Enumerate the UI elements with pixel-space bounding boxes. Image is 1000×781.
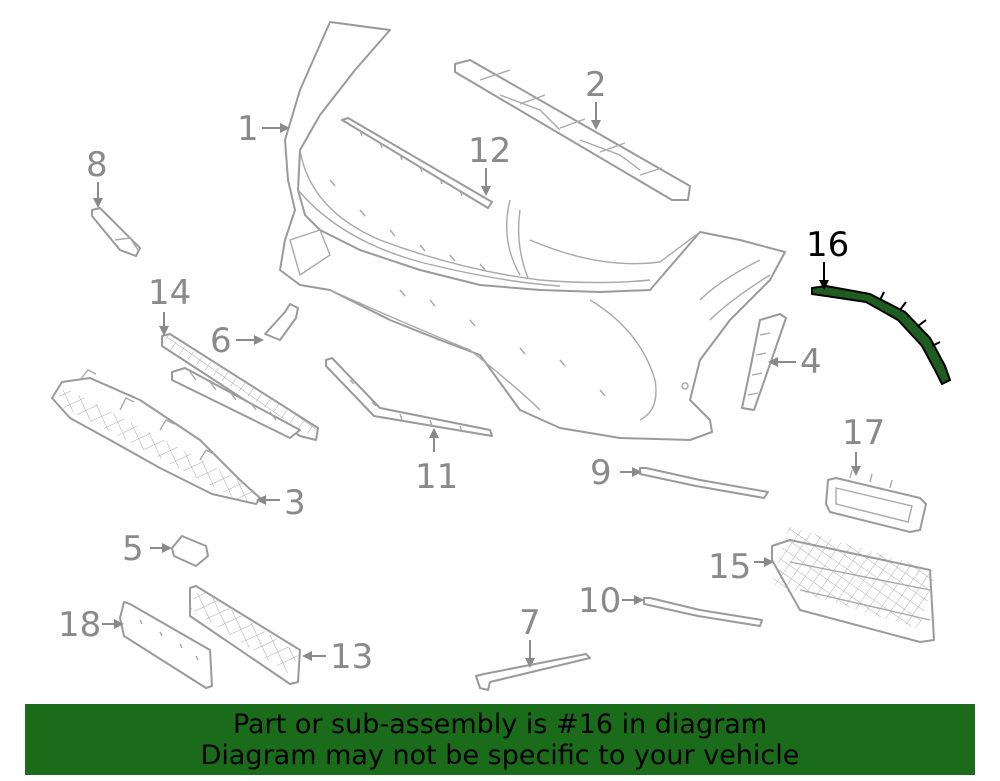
part-2-upper-trim <box>454 59 691 201</box>
part-16-highlighted-trim <box>811 285 951 385</box>
part-5-clip <box>171 535 209 567</box>
callout-labels: 1 2 3 4 5 6 7 8 9 10 11 12 13 14 15 16 1… <box>58 65 885 677</box>
callout-9: 9 <box>590 453 612 493</box>
part-12-molding <box>341 117 493 209</box>
part-14-grille-panel <box>161 333 319 441</box>
callout-16-highlighted: 16 <box>806 225 849 265</box>
part-13-lower-mesh <box>187 585 301 685</box>
callout-15: 15 <box>708 547 751 587</box>
banner-disclaimer-text: Diagram may not be specific to your vehi… <box>200 739 800 771</box>
info-banner: Part or sub-assembly is #16 in diagram D… <box>25 704 975 775</box>
callout-18: 18 <box>58 605 101 645</box>
callout-10: 10 <box>578 581 621 621</box>
callout-3: 3 <box>284 483 306 523</box>
part-7-strip <box>475 653 591 691</box>
leader-lines <box>93 102 861 668</box>
part-4-side-bracket <box>741 313 787 411</box>
callout-6: 6 <box>210 321 232 361</box>
part-18-license-bracket <box>119 601 213 689</box>
part-10-molding <box>643 597 763 627</box>
callout-14: 14 <box>148 273 191 313</box>
banner-part-text: Part or sub-assembly is #16 in diagram <box>232 708 768 740</box>
callout-5: 5 <box>122 529 144 569</box>
callout-8: 8 <box>86 145 108 185</box>
callout-1: 1 <box>237 109 259 149</box>
callout-13: 13 <box>330 637 373 677</box>
callout-11: 11 <box>415 457 458 497</box>
part-1-bumper-cover <box>279 21 786 441</box>
callout-17: 17 <box>842 413 885 453</box>
part-8-bracket <box>91 207 141 257</box>
part-15-side-grille <box>771 526 937 643</box>
part-17-fog-bezel <box>825 469 927 533</box>
part-9-molding <box>639 467 769 499</box>
callout-4: 4 <box>800 342 822 382</box>
callout-7: 7 <box>519 603 541 643</box>
callout-12: 12 <box>468 131 511 171</box>
callout-2: 2 <box>585 65 607 105</box>
part-6-clip <box>264 303 299 341</box>
part-11-molding <box>325 357 493 437</box>
